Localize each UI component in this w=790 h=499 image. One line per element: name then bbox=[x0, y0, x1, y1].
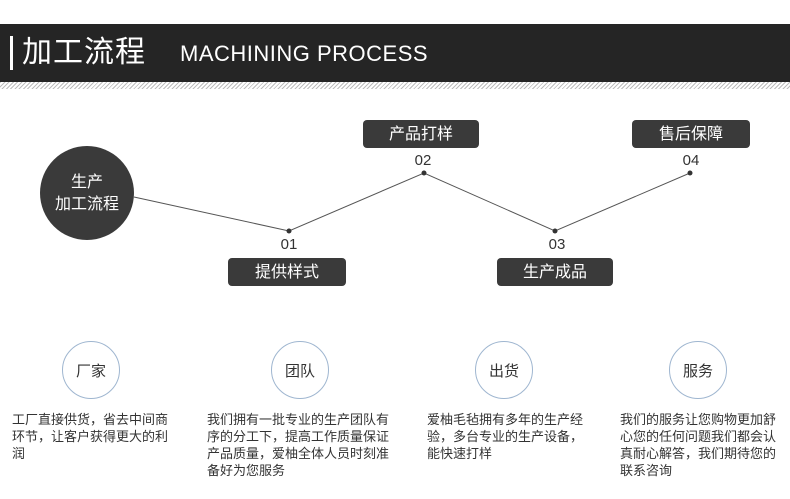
step-01-number: 01 bbox=[280, 236, 298, 253]
step-02-dot bbox=[421, 170, 427, 176]
feature-shipping-icon: 出货 bbox=[475, 341, 533, 399]
feature-shipping-text: 爱柚毛毡拥有多年的生产经验，多台专业的生产设备，能快速打样 bbox=[427, 413, 584, 462]
hatched-divider bbox=[0, 82, 790, 89]
step-04-dot bbox=[687, 170, 693, 176]
process-start-line1: 生产 bbox=[70, 172, 103, 191]
page-title-english: MACHINING PROCESS bbox=[180, 41, 429, 66]
page-title: 加工流程 bbox=[22, 35, 146, 70]
step-02-label: 产品打样 bbox=[363, 120, 479, 148]
step-04-label: 售后保障 bbox=[632, 120, 750, 148]
header-banner: 加工流程 MACHINING PROCESS bbox=[0, 24, 790, 82]
step-03-number: 03 bbox=[548, 236, 566, 253]
feature-team-text: 我们拥有一批专业的生产团队有序的分工下，提高工作质量保证产品质量，爱柚全体人员时… bbox=[207, 413, 390, 479]
title-accent-bar bbox=[10, 36, 13, 70]
feature-factory-text: 工厂直接供货，省去中间商环节，让客户获得更大的利润 bbox=[12, 413, 169, 462]
feature-factory-icon: 厂家 bbox=[62, 341, 120, 399]
feature-team-icon: 团队 bbox=[271, 341, 329, 399]
step-03-dot bbox=[552, 228, 558, 234]
process-connector bbox=[133, 172, 691, 232]
step-01-label: 提供样式 bbox=[228, 258, 346, 286]
process-start-circle: 生产 加工流程 bbox=[40, 146, 134, 240]
feature-service-text: 我们的服务让您购物更加舒心您的任何问题我们都会认真耐心解答，我们期待您的联系咨询 bbox=[620, 413, 777, 479]
step-04-number: 04 bbox=[682, 152, 700, 169]
feature-service-icon: 服务 bbox=[669, 341, 727, 399]
step-02-number: 02 bbox=[414, 152, 432, 169]
step-01-dot bbox=[286, 228, 292, 234]
step-03-label: 生产成品 bbox=[497, 258, 613, 286]
process-start-line2: 加工流程 bbox=[54, 194, 119, 213]
